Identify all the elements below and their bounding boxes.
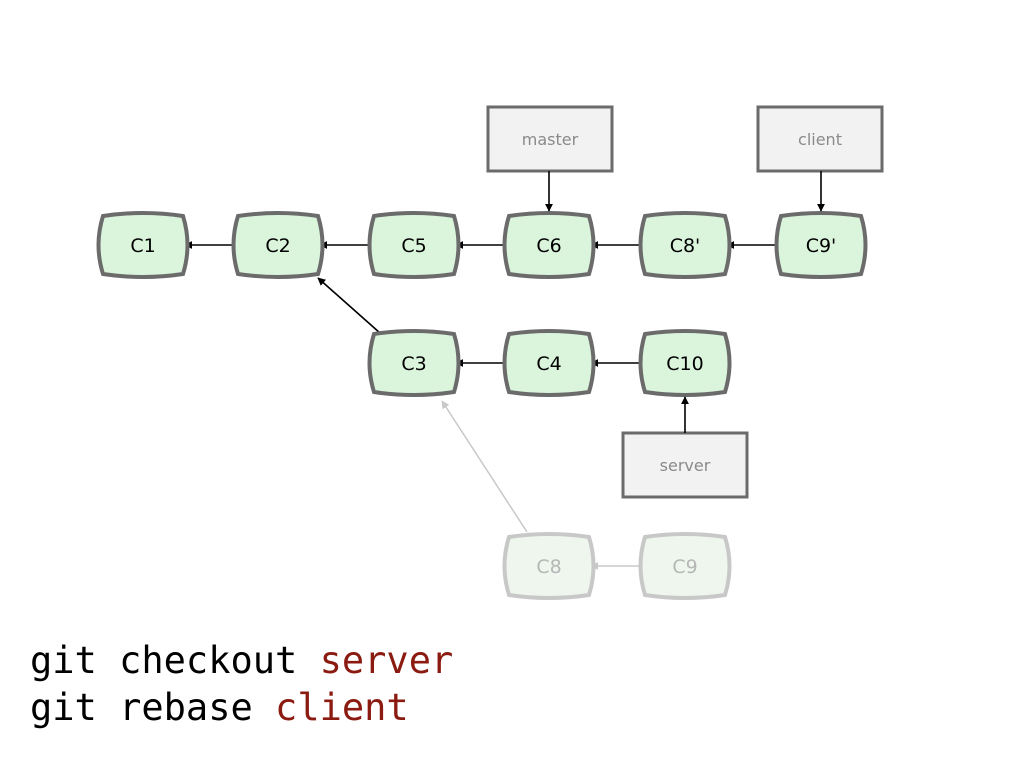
commit-label: C9' — [806, 235, 837, 257]
commit-body — [367, 211, 461, 279]
command-argument: client — [275, 686, 409, 729]
commit-label: C4 — [536, 353, 561, 375]
commit-c4: C4 — [502, 329, 596, 397]
branch-label: client — [798, 130, 842, 149]
commit-label: C8 — [536, 556, 561, 578]
commit-body — [367, 329, 461, 397]
branch-box — [621, 431, 749, 499]
commit-label: C6 — [536, 235, 561, 257]
branch-box — [486, 105, 614, 173]
command-line-1: git checkout server — [30, 637, 453, 684]
commit-label: C10 — [666, 353, 703, 375]
command-text: git rebase — [30, 686, 276, 729]
branch-label: server — [660, 456, 711, 475]
commit-c5: C5 — [367, 211, 461, 279]
commit-body — [502, 211, 596, 279]
commit-c2: C2 — [231, 211, 325, 279]
commit-body — [638, 532, 732, 600]
ghost-commit-c8: C8 — [502, 532, 596, 600]
commit-body — [638, 329, 732, 397]
commit-body — [638, 211, 732, 279]
commit-label: C5 — [401, 235, 426, 257]
branch-box — [756, 105, 884, 173]
commit-c6: C6 — [502, 211, 596, 279]
commit-c8p: C8' — [638, 211, 732, 279]
command-line-2: git rebase client — [30, 684, 409, 731]
command-text: git checkout — [30, 639, 320, 682]
branches-layer: master client server — [486, 105, 884, 499]
commit-label: C9 — [672, 556, 697, 578]
ghost-parent-link-arrow — [441, 400, 528, 533]
commit-c10: C10 — [638, 329, 732, 397]
parent-link-arrow — [317, 277, 381, 334]
ghost-commit-c9: C9 — [638, 532, 732, 600]
commit-body — [774, 211, 868, 279]
branch-master: master — [486, 105, 614, 212]
branch-client: client — [756, 105, 884, 212]
commit-label: C3 — [401, 353, 426, 375]
commit-body — [96, 211, 190, 279]
commit-c1: C1 — [96, 211, 190, 279]
commit-c3: C3 — [367, 329, 461, 397]
commit-label: C2 — [265, 235, 290, 257]
commit-c9p: C9' — [774, 211, 868, 279]
commit-body — [231, 211, 325, 279]
commit-label: C8' — [670, 235, 701, 257]
commit-body — [502, 532, 596, 600]
branch-server: server — [621, 396, 749, 499]
commit-body — [502, 329, 596, 397]
commit-label: C1 — [130, 235, 155, 257]
branch-label: master — [522, 130, 579, 149]
links-layer — [184, 241, 779, 570]
command-argument: server — [319, 639, 454, 682]
